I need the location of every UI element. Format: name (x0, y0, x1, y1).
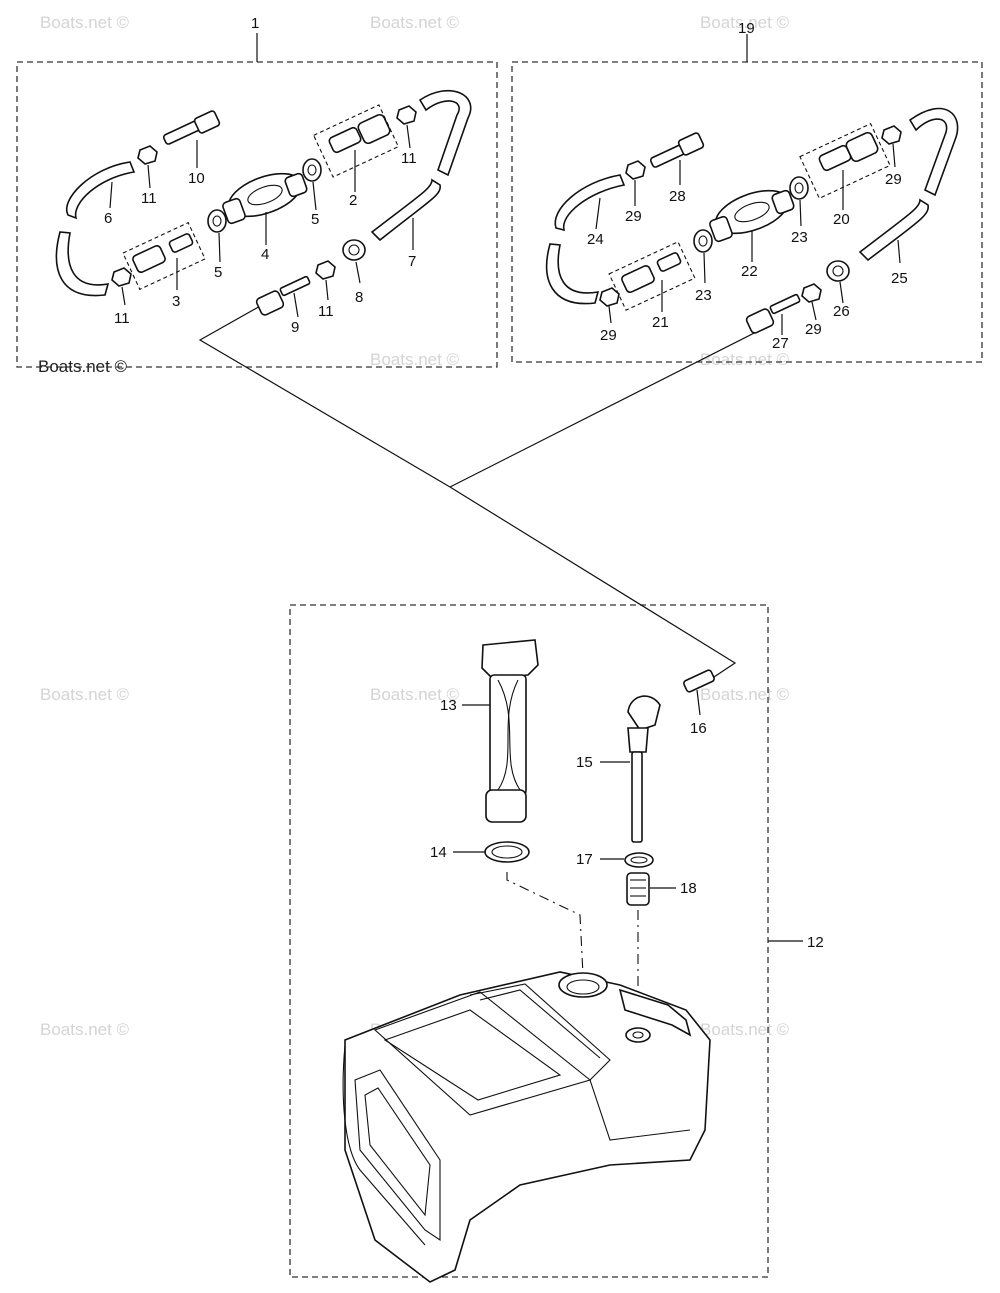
fuel-line-assembly-left (55, 89, 472, 316)
watermark: Boats.net © (370, 685, 460, 704)
fuel-tank-assembly (342, 639, 715, 1283)
callout-8: 8 (355, 289, 363, 306)
callout-29: 29 (600, 327, 617, 344)
callout-1: 1 (251, 15, 259, 32)
callout-18: 18 (680, 880, 697, 897)
callout-2: 2 (349, 192, 357, 209)
callout-7: 7 (408, 253, 416, 270)
callout-11: 11 (141, 190, 157, 207)
callout-23: 23 (791, 229, 808, 246)
callout-25: 25 (891, 270, 908, 287)
callout-26: 26 (833, 303, 850, 320)
connection-line (449, 324, 771, 488)
callout-11: 11 (401, 150, 417, 167)
callouts: 1 2 3 4 5 5 6 7 8 9 10 11 11 11 11 12 13… (104, 15, 908, 951)
callout-5: 5 (311, 211, 319, 228)
callout-15: 15 (576, 754, 593, 771)
callout-27: 27 (772, 335, 789, 352)
callout-10: 10 (188, 170, 205, 187)
callout-6: 6 (104, 210, 112, 227)
callout-29: 29 (885, 171, 902, 188)
callout-17: 17 (576, 851, 593, 868)
callout-14: 14 (430, 844, 447, 861)
fuel-line-assembly-right (545, 107, 959, 334)
callout-22: 22 (741, 263, 758, 280)
watermark-dark: Boats.net © (38, 357, 128, 376)
watermark: Boats.net © (700, 1020, 790, 1039)
watermark: Boats.net © (40, 685, 130, 704)
watermark: Boats.net © (700, 685, 790, 704)
callout-20: 20 (833, 211, 850, 228)
callout-23: 23 (695, 287, 712, 304)
callout-4: 4 (261, 246, 269, 263)
watermark: Boats.net © (700, 13, 790, 32)
leaders-tank (453, 689, 701, 889)
connection-line (198, 304, 737, 684)
callout-16: 16 (690, 720, 707, 737)
watermark: Boats.net © (40, 13, 130, 32)
watermark: Boats.net © (370, 350, 460, 369)
watermark: Boats.net © (700, 350, 790, 369)
callout-3: 3 (172, 293, 180, 310)
callout-28: 28 (669, 188, 686, 205)
callout-11: 11 (114, 310, 130, 327)
callout-29: 29 (625, 208, 642, 225)
callout-24: 24 (587, 231, 604, 248)
callout-5: 5 (214, 264, 222, 281)
callout-21: 21 (652, 314, 669, 331)
callout-13: 13 (440, 697, 457, 714)
leaders-right (595, 143, 901, 335)
callout-19: 19 (738, 20, 755, 37)
callout-29: 29 (805, 321, 822, 338)
watermark: Boats.net © (370, 13, 460, 32)
callout-11: 11 (318, 303, 334, 320)
callout-12: 12 (807, 934, 824, 951)
callout-9: 9 (291, 319, 299, 336)
leaders-left (109, 124, 414, 318)
watermark: Boats.net © (40, 1020, 130, 1039)
